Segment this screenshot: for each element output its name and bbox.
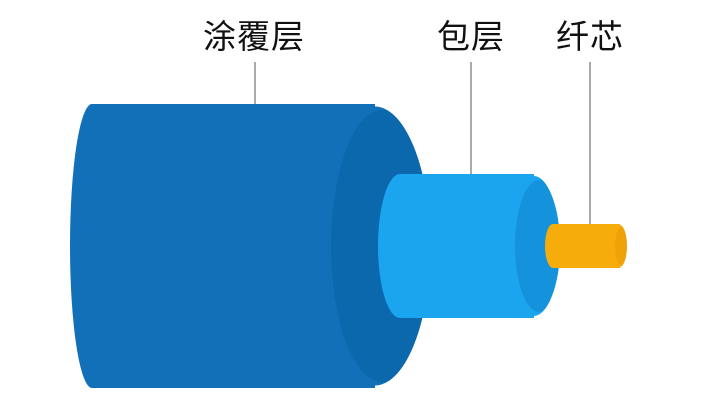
core-body (545, 224, 628, 268)
coating-label: 涂覆层 (203, 17, 305, 56)
cladding-end-face (515, 180, 563, 312)
core-layer (545, 223, 629, 269)
cladding-label: 包层 (437, 17, 505, 56)
cladding-body (378, 174, 562, 318)
cladding-layer (378, 172, 564, 320)
core-end-face (615, 227, 627, 265)
core-label: 纤芯 (556, 17, 624, 56)
core-separator (619, 223, 629, 269)
